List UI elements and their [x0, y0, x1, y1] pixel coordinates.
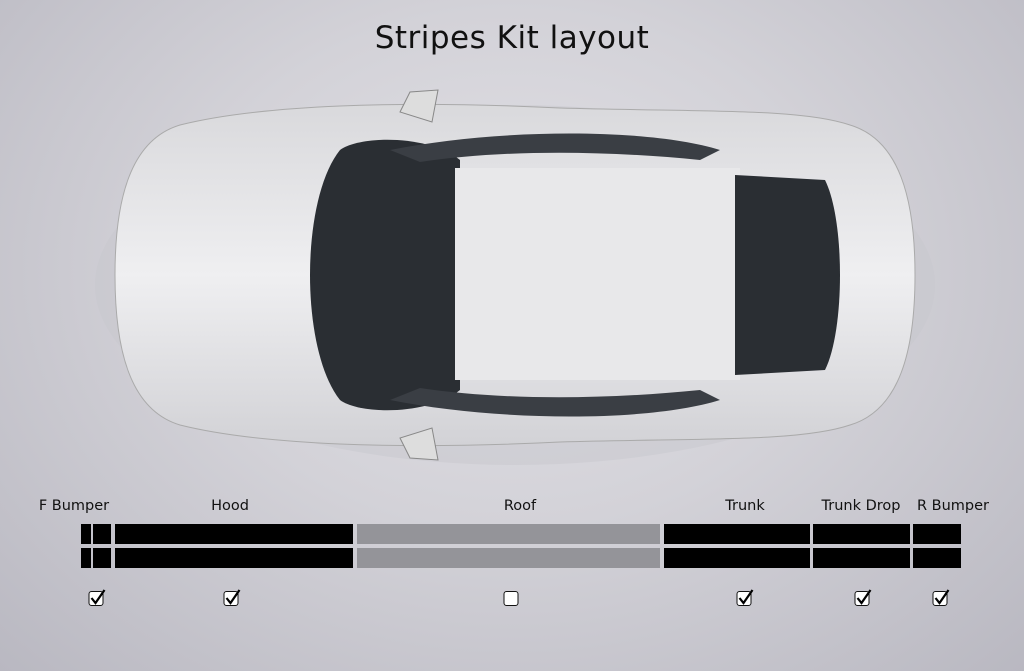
stripe-segment-f-bumper — [93, 548, 111, 568]
stripe-segment-r-bumper — [913, 524, 961, 544]
checkmark-icon — [934, 589, 950, 605]
section-label-trunk-drop: Trunk Drop — [821, 498, 901, 514]
checkmark-icon — [90, 589, 106, 605]
stripe-segment-f-bumper — [93, 524, 111, 544]
stripe-segment-trunk-drop — [813, 524, 910, 544]
checkbox-r-bumper[interactable] — [932, 589, 950, 606]
stripe-segment-trunk-drop — [813, 548, 910, 568]
checkmark-icon — [225, 589, 241, 605]
section-label-hood: Hood — [211, 498, 249, 514]
checkbox-f-bumper[interactable] — [88, 589, 106, 606]
stripe-segment-trunk — [664, 524, 810, 544]
checkmark-icon — [738, 589, 754, 605]
section-label-trunk: Trunk — [725, 498, 765, 514]
checkbox-trunk-drop[interactable] — [854, 589, 872, 606]
section-label-roof: Roof — [503, 498, 537, 514]
stripe-segment-roof — [357, 548, 660, 568]
checkbox-roof[interactable] — [503, 591, 519, 606]
stripe-segment-f-bumper — [81, 548, 91, 568]
checkbox-trunk[interactable] — [736, 589, 754, 606]
stripe-segment-hood — [115, 548, 353, 568]
checkmark-icon — [856, 589, 872, 605]
stripe-segment-f-bumper — [81, 524, 91, 544]
section-label-r-bumper: R Bumper — [916, 498, 990, 514]
page-title: Stripes Kit layout — [374, 20, 650, 56]
section-label-f-bumper: F Bumper — [38, 498, 110, 514]
stripe-segment-hood — [115, 524, 353, 544]
checkbox-hood[interactable] — [223, 589, 241, 606]
stripe-segment-roof — [357, 524, 660, 544]
stripe-segment-trunk — [664, 548, 810, 568]
stripe-segment-r-bumper — [913, 548, 961, 568]
